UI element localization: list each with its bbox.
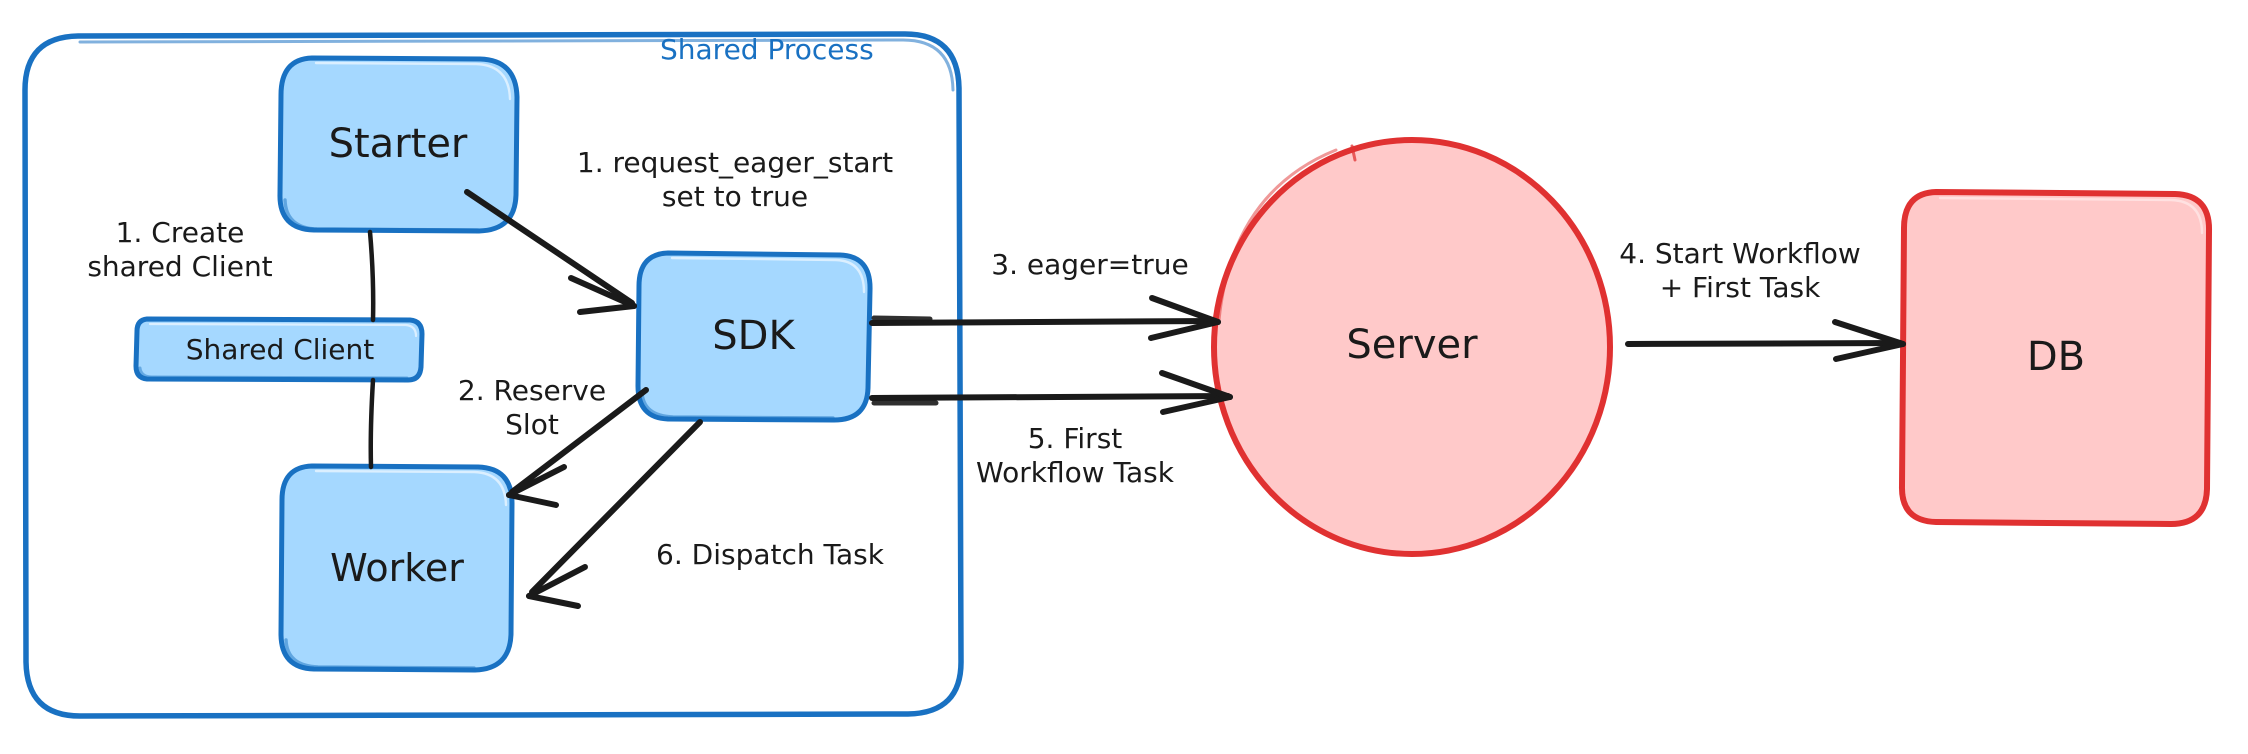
node-worker[interactable] [278,463,515,673]
edge-dispatch-task [526,419,703,609]
node-sdk[interactable] [635,250,873,423]
node-shared-client[interactable] [133,316,425,383]
edge-shared-client-worker [368,377,376,470]
node-server[interactable] [1211,137,1613,557]
node-starter[interactable] [277,55,520,234]
edge-eager-true [869,295,1221,341]
group-shared-process[interactable] [22,31,964,719]
edge-reserve-slot [506,387,649,508]
edge-first-workflow-task [869,370,1233,415]
edge-create-shared-client [367,229,376,323]
edge-request-eager-start [464,189,637,315]
edge-start-workflow-db [1625,319,1906,362]
node-db[interactable] [1898,189,2213,527]
